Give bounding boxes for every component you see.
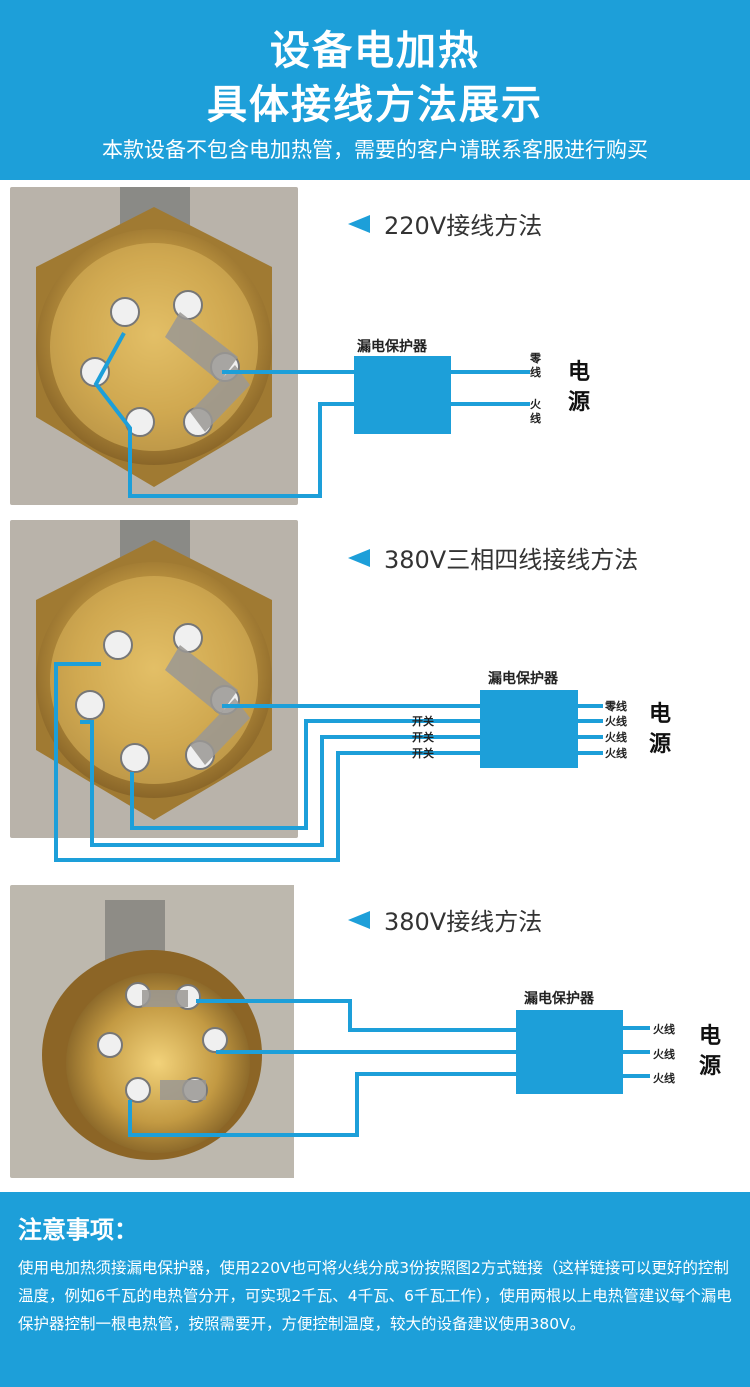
notice-body: 使用电加热须接漏电保护器，使用220V也可将火线分成3份按照图2方式链接（这样链… [18,1259,732,1333]
section-380v: 380V接线方法 漏电保护器 火线 火线 火线 电源 [10,885,721,1178]
output-label-live-2: 火线 [653,1048,675,1061]
leakage-protector-box [516,1010,623,1094]
wiring-380v-3p4w [54,662,603,862]
output-label-neutral: 零线 [605,700,627,713]
output-label-live-1: 火线 [653,1023,675,1036]
switch-label-1: 开关 [412,715,434,728]
section-title-380v-3p4w: 380V三相四线接线方法 [348,540,638,575]
page-title-line2: 具体接线方法展示 [207,82,543,128]
page-subtitle: 本款设备不包含电加热管，需要的客户请联系客服进行购买 [102,138,648,162]
wiring-380v [128,999,650,1137]
section-220v: 220V接线方法 漏电保护器 零线 火线 电源 [0,0,750,520]
protector-label: 漏电保护器 [357,339,427,355]
header-banner: 设备电加热 具体接线方法展示 本款设备不包含电加热管，需要的客户请联系客服进行购… [0,0,750,180]
switch-label-3: 开关 [412,747,434,760]
protector-label: 漏电保护器 [488,671,558,687]
pointer-arrow-icon [348,214,370,233]
switch-label-2: 开关 [412,731,434,744]
power-source-label: 电源 [648,702,671,757]
notice-panel: 注意事项： 使用电加热须接漏电保护器，使用220V也可将火线分成3份按照图2方式… [0,1192,750,1387]
leakage-protector-box [354,356,451,434]
heater-photo-380v [10,885,298,1178]
section-title-220v: 220V接线方法 [348,206,542,241]
heater-photo-220v [10,187,298,505]
protector-label: 漏电保护器 [524,991,594,1007]
notice-title: 注意事项： [18,1216,138,1244]
output-label-live-3: 火线 [653,1072,675,1085]
output-label-live-3: 火线 [605,747,627,760]
output-label-live-2: 火线 [605,731,627,744]
section-380v-3p4w: 380V三相四线接线方法 漏电保护器 开关 开关 开关 零线 火线 火线 火线 … [10,520,671,862]
section-title-text: 380V三相四线接线方法 [384,546,639,574]
section-title-text: 380V接线方法 [384,908,543,936]
section-title-380v: 380V接线方法 [348,902,542,937]
output-label-live-1: 火线 [605,715,627,728]
power-source-label: 电源 [698,1024,721,1079]
output-label-live: 火线 [530,398,541,425]
pointer-arrow-icon [348,910,370,929]
section-title-text: 220V接线方法 [384,212,543,240]
output-label-neutral: 零线 [530,352,541,379]
power-source-label: 电源 [567,360,590,415]
pointer-arrow-icon [348,548,370,567]
leakage-protector-box [480,690,578,768]
page-title-line1: 设备电加热 [270,28,480,74]
wiring-220v [93,332,530,498]
